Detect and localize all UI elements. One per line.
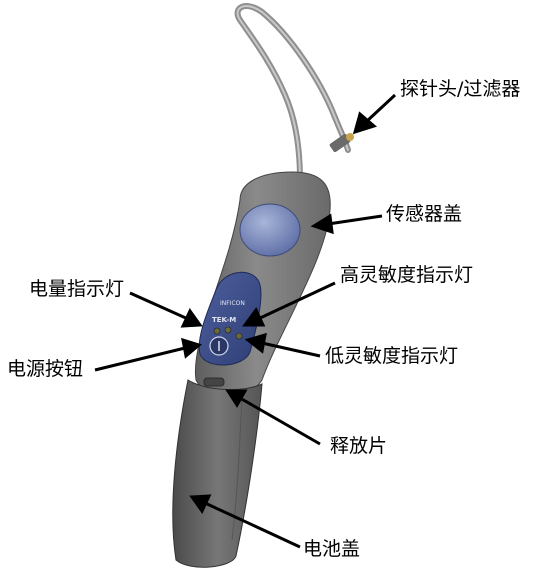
release-tab[interactable]	[204, 378, 224, 386]
label-power-button: 电源按钮	[7, 360, 83, 379]
handle	[173, 380, 262, 567]
low-sensitivity-light	[236, 333, 242, 339]
label-probe-tip: 探针头/过滤器	[400, 80, 520, 99]
flexible-hose	[238, 6, 348, 180]
label-high-sensitivity: 高灵敏度指示灯	[340, 266, 473, 285]
label-battery-cover: 电池盖	[303, 540, 360, 559]
model-name: TEK-M	[212, 316, 236, 324]
battery-indicator-light	[214, 328, 220, 334]
label-sensor-cover: 传感器盖	[386, 205, 462, 224]
power-button[interactable]	[210, 337, 228, 355]
label-battery-indicator: 电量指示灯	[29, 280, 124, 299]
brand-logo: INFICON	[220, 300, 245, 307]
sensor-cover	[240, 204, 300, 256]
high-sensitivity-light	[225, 327, 231, 333]
label-low-sensitivity: 低灵敏度指示灯	[325, 347, 458, 366]
label-release-tab: 释放片	[330, 437, 387, 456]
